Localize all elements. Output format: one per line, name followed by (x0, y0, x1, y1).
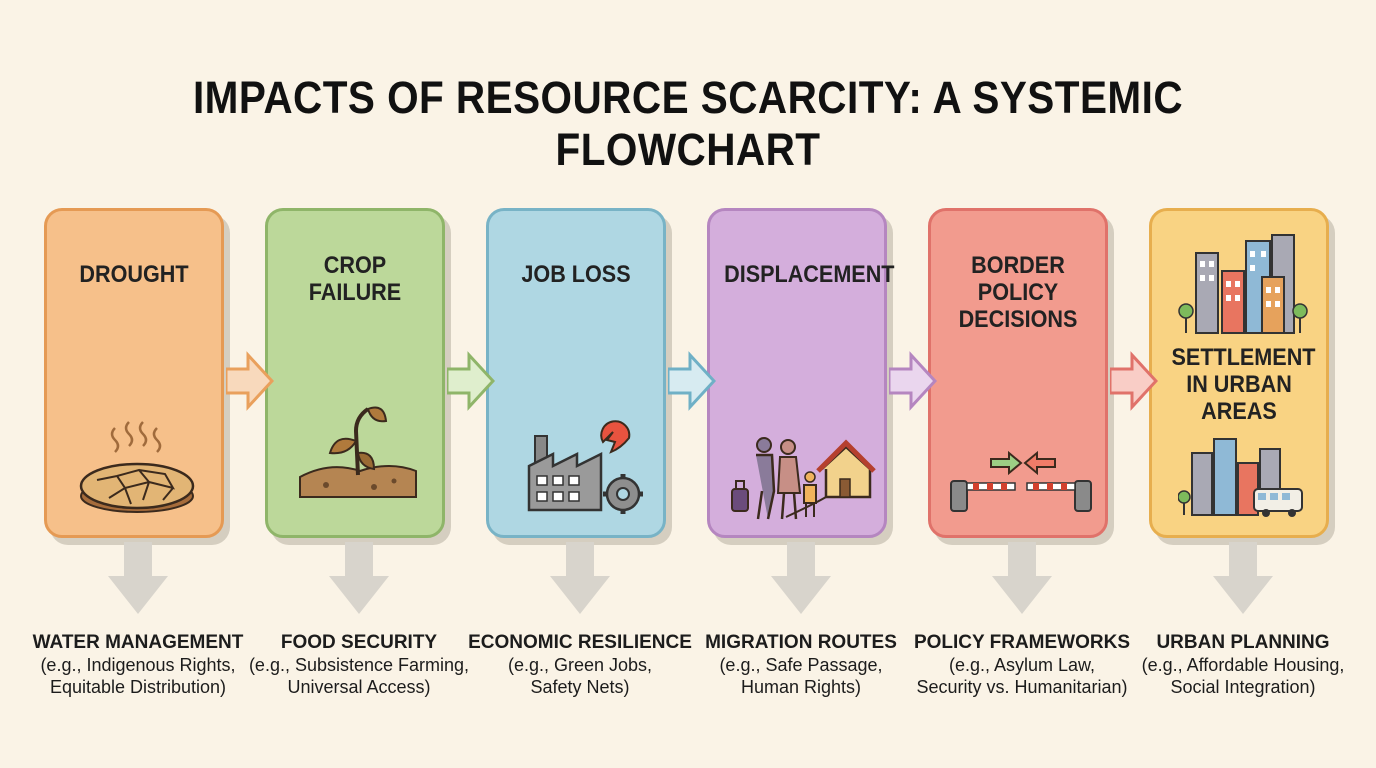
outcome-example: (e.g., Safe Passage, (719, 655, 883, 675)
stage-card-job-loss: JOB LOSS (486, 208, 666, 538)
arrow-down-icon (1213, 542, 1273, 614)
outcome-economic-resilience: ECONOMIC RESILIENCE (e.g., Green Jobs, S… (468, 632, 692, 698)
stage-label: SETTLEMENT IN URBAN AREAS (1171, 344, 1316, 425)
outcome-example: Universal Access) (287, 677, 431, 697)
stage-card-border-policy: BORDER POLICY DECISIONS (928, 208, 1108, 538)
outcome-example: Equitable Distribution) (49, 677, 227, 697)
arrow-down-icon (550, 542, 610, 614)
border-barrier-icon (950, 450, 1092, 512)
stage-label: DROUGHT (79, 261, 189, 288)
outcome-food-security: FOOD SECURITY (e.g., Subsistence Farming… (247, 632, 471, 698)
outcome-urban-planning: URBAN PLANNING (e.g., Affordable Housing… (1131, 632, 1355, 698)
outcome-heading: WATER MANAGEMENT (32, 632, 244, 653)
arrow-right-icon (668, 351, 716, 411)
outcome-example: (e.g., Indigenous Rights, (40, 655, 236, 675)
outcome-heading: MIGRATION ROUTES (705, 632, 897, 653)
family-leaving-home-icon (731, 437, 876, 520)
outcome-example: (e.g., Subsistence Farming, (248, 655, 470, 675)
arrow-down-icon (771, 542, 831, 614)
outcome-example: (e.g., Affordable Housing, (1141, 655, 1345, 675)
arrow-down-icon (329, 542, 389, 614)
outcome-example: Safety Nets) (530, 677, 630, 697)
stage-card-crop-failure: CROP FAILURE (265, 208, 445, 538)
arrow-down-icon (108, 542, 168, 614)
outcome-heading: FOOD SECURITY (280, 632, 438, 653)
cracked-earth-icon (79, 421, 195, 513)
arrow-right-icon (447, 351, 495, 411)
outcome-example: Security vs. Humanitarian) (916, 677, 1128, 697)
city-bus-icon (1178, 438, 1303, 517)
wilting-plant-icon (299, 406, 417, 498)
arrow-down-icon (992, 542, 1052, 614)
stage-label: BORDER POLICY DECISIONS (958, 252, 1078, 333)
outcome-heading: ECONOMIC RESILIENCE (468, 632, 692, 653)
stage-label: JOB LOSS (521, 261, 631, 288)
arrow-right-icon (1110, 351, 1158, 411)
arrow-right-icon (889, 351, 937, 411)
factory-broken-heart-icon (527, 420, 643, 514)
outcome-example: (e.g., Green Jobs, (507, 655, 653, 675)
outcome-heading: URBAN PLANNING (1156, 632, 1330, 653)
outcome-migration-routes: MIGRATION ROUTES (e.g., Safe Passage, Hu… (689, 632, 913, 698)
stage-label: DISPLACEMENT (724, 261, 895, 288)
outcome-example: Social Integration) (1170, 677, 1316, 697)
outcome-example: Human Rights) (740, 677, 862, 697)
city-skyline-icon (1178, 234, 1308, 334)
arrow-right-icon (226, 351, 274, 411)
outcome-policy-frameworks: POLICY FRAMEWORKS (e.g., Asylum Law, Sec… (910, 632, 1134, 698)
diagram-title: IMPACTS OF RESOURCE SCARCITY: A SYSTEMIC… (192, 72, 1184, 175)
stage-card-settlement: SETTLEMENT IN URBAN AREAS (1149, 208, 1329, 538)
stage-card-drought: DROUGHT (44, 208, 224, 538)
outcome-example: (e.g., Asylum Law, (948, 655, 1096, 675)
outcome-heading: POLICY FRAMEWORKS (913, 632, 1131, 653)
outcome-water-management: WATER MANAGEMENT (e.g., Indigenous Right… (26, 632, 250, 698)
stage-card-displacement: DISPLACEMENT (707, 208, 895, 538)
stage-label: CROP FAILURE (308, 252, 402, 306)
